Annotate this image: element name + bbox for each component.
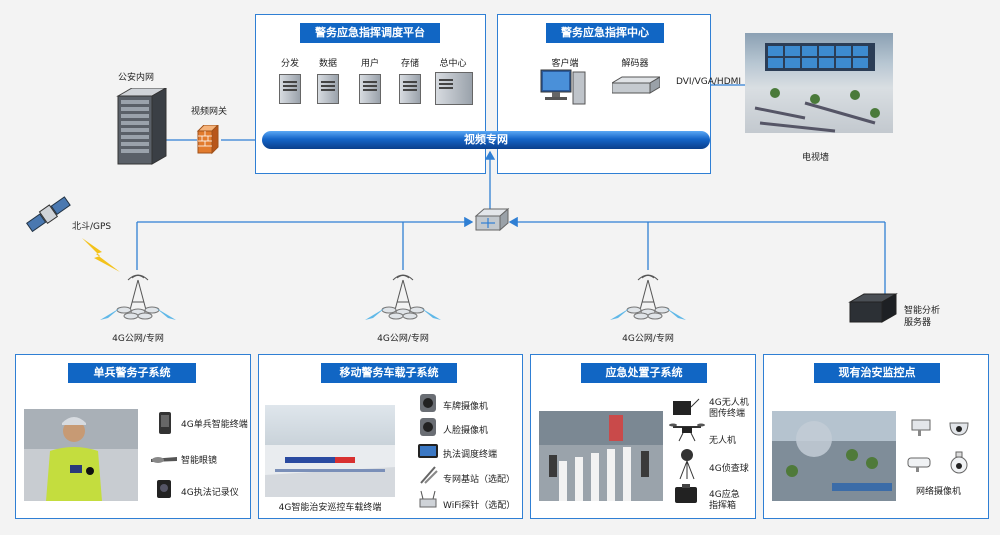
tower-label-1: 4G公网/专网 — [112, 334, 164, 344]
tower-icon-1 — [100, 274, 176, 320]
ptz-camera-icon — [950, 451, 968, 474]
soldier-item-2: 智能眼镜 — [181, 456, 218, 466]
emergency-item-3: 无人机 — [709, 436, 737, 446]
distribute-server-icon — [279, 74, 301, 104]
platform-item-user: 用户 — [360, 59, 379, 69]
plate-camera-icon — [420, 394, 436, 412]
wifi-probe-icon — [419, 490, 437, 508]
vehicle-item-2: 人脸摄像机 — [443, 426, 489, 436]
street-photo — [772, 411, 896, 501]
soldier-item-3: 4G执法记录仪 — [181, 488, 239, 498]
command-center-panel: 警务应急指挥中心 — [497, 14, 711, 174]
decoder-label: 解码器 — [621, 59, 649, 69]
platform-title: 警务应急指挥调度平台 — [300, 23, 440, 43]
vehicle-item-3: 执法调度终端 — [443, 450, 498, 460]
platform-item-hq: 总中心 — [439, 59, 467, 69]
monitor-subsystem-panel: 现有治安监控点 网络摄像机 — [763, 354, 989, 519]
tower-label-3: 4G公网/专网 — [622, 334, 674, 344]
monitor-title: 现有治安监控点 — [814, 363, 940, 383]
drone-transmission-icon — [673, 398, 700, 415]
data-server-icon — [317, 74, 339, 104]
body-camera-icon — [157, 480, 171, 498]
emergency-subsystem-panel: 应急处置子系统 4G无人机 图传终端 无人机 4G侦查球 4G应急 指挥箱 — [530, 354, 756, 519]
recon-ball-icon — [679, 449, 695, 480]
client-computer-icon — [540, 69, 586, 105]
smart-glasses-icon — [151, 457, 177, 463]
client-label: 客户端 — [551, 59, 579, 69]
intranet-server-rack-icon — [116, 88, 168, 165]
soldier-subsystem-panel: 单兵警务子系统 4G单兵智能终端 智能眼镜 4G执法记录仪 — [15, 354, 251, 519]
video-private-network-pipe: 视频专网 — [262, 131, 710, 149]
base-station-icon — [420, 466, 438, 484]
platform-item-storage: 存储 — [400, 59, 419, 69]
emergency-item-6: 指挥箱 — [709, 501, 737, 511]
box-camera-icon — [911, 419, 931, 436]
video-interface-label: DVI/VGA/HDMI — [676, 77, 742, 87]
smart-terminal-icon — [159, 412, 171, 434]
platform-item-data: 数据 — [318, 59, 337, 69]
soldier-photo — [24, 409, 138, 501]
core-switch-icon — [474, 208, 510, 232]
pipe-label: 视频专网 — [464, 133, 508, 146]
analysis-server-icon — [848, 293, 898, 323]
tower-icon-2 — [365, 274, 441, 320]
emergency-scene-photo — [539, 411, 663, 501]
vehicle-item-5: WiFi探针（选配） — [443, 501, 516, 511]
emergency-item-4: 4G侦查球 — [709, 464, 749, 474]
storage-server-icon — [399, 74, 421, 104]
dome-camera-icon — [949, 422, 969, 436]
dispatch-terminal-icon — [418, 444, 438, 458]
tower-icon-3 — [610, 274, 686, 320]
vehicle-item-4: 专网基站（选配） — [443, 475, 516, 485]
vehicle-title: 移动警务车载子系统 — [321, 363, 457, 383]
drone-icon — [669, 423, 705, 442]
analysis-server-label-1: 智能分析 — [904, 306, 941, 316]
decoder-icon — [612, 76, 660, 94]
emergency-item-5: 4G应急 — [709, 490, 740, 500]
satellite-icon — [26, 196, 71, 233]
tv-wall-label: 电视墙 — [802, 153, 830, 163]
patrol-car-photo — [265, 405, 395, 497]
vehicle-item-1: 车牌摄像机 — [443, 402, 489, 412]
gateway-label: 视频网关 — [191, 107, 228, 117]
tv-wall-photo — [745, 33, 893, 133]
emergency-item-2: 图传终端 — [709, 409, 746, 419]
face-camera-icon — [420, 418, 436, 436]
vehicle-caption: 4G智能治安巡控车载终端 — [278, 503, 382, 513]
analysis-server-label-2: 服务器 — [904, 318, 932, 328]
network-camera-label: 网络摄像机 — [916, 487, 962, 497]
vehicle-subsystem-panel: 移动警务车载子系统 4G智能治安巡控车载终端 车牌摄像机 人脸摄像机 执法调度终… — [258, 354, 523, 519]
gps-label: 北斗/GPS — [72, 222, 112, 232]
emergency-title: 应急处置子系统 — [581, 363, 707, 383]
bullet-camera-icon — [907, 457, 931, 472]
intranet-label: 公安内网 — [118, 73, 155, 83]
tower-label-2: 4G公网/专网 — [377, 334, 429, 344]
user-server-icon — [359, 74, 381, 104]
lightning-signal-icon — [82, 238, 120, 272]
command-box-icon — [675, 484, 697, 503]
platform-item-distribute: 分发 — [280, 59, 299, 69]
hq-server-icon — [435, 72, 473, 105]
soldier-item-1: 4G单兵智能终端 — [181, 420, 248, 430]
emergency-item-1: 4G无人机 — [709, 398, 749, 408]
firewall-gateway-icon — [196, 125, 219, 155]
soldier-title: 单兵警务子系统 — [68, 363, 196, 383]
center-title: 警务应急指挥中心 — [546, 23, 664, 43]
